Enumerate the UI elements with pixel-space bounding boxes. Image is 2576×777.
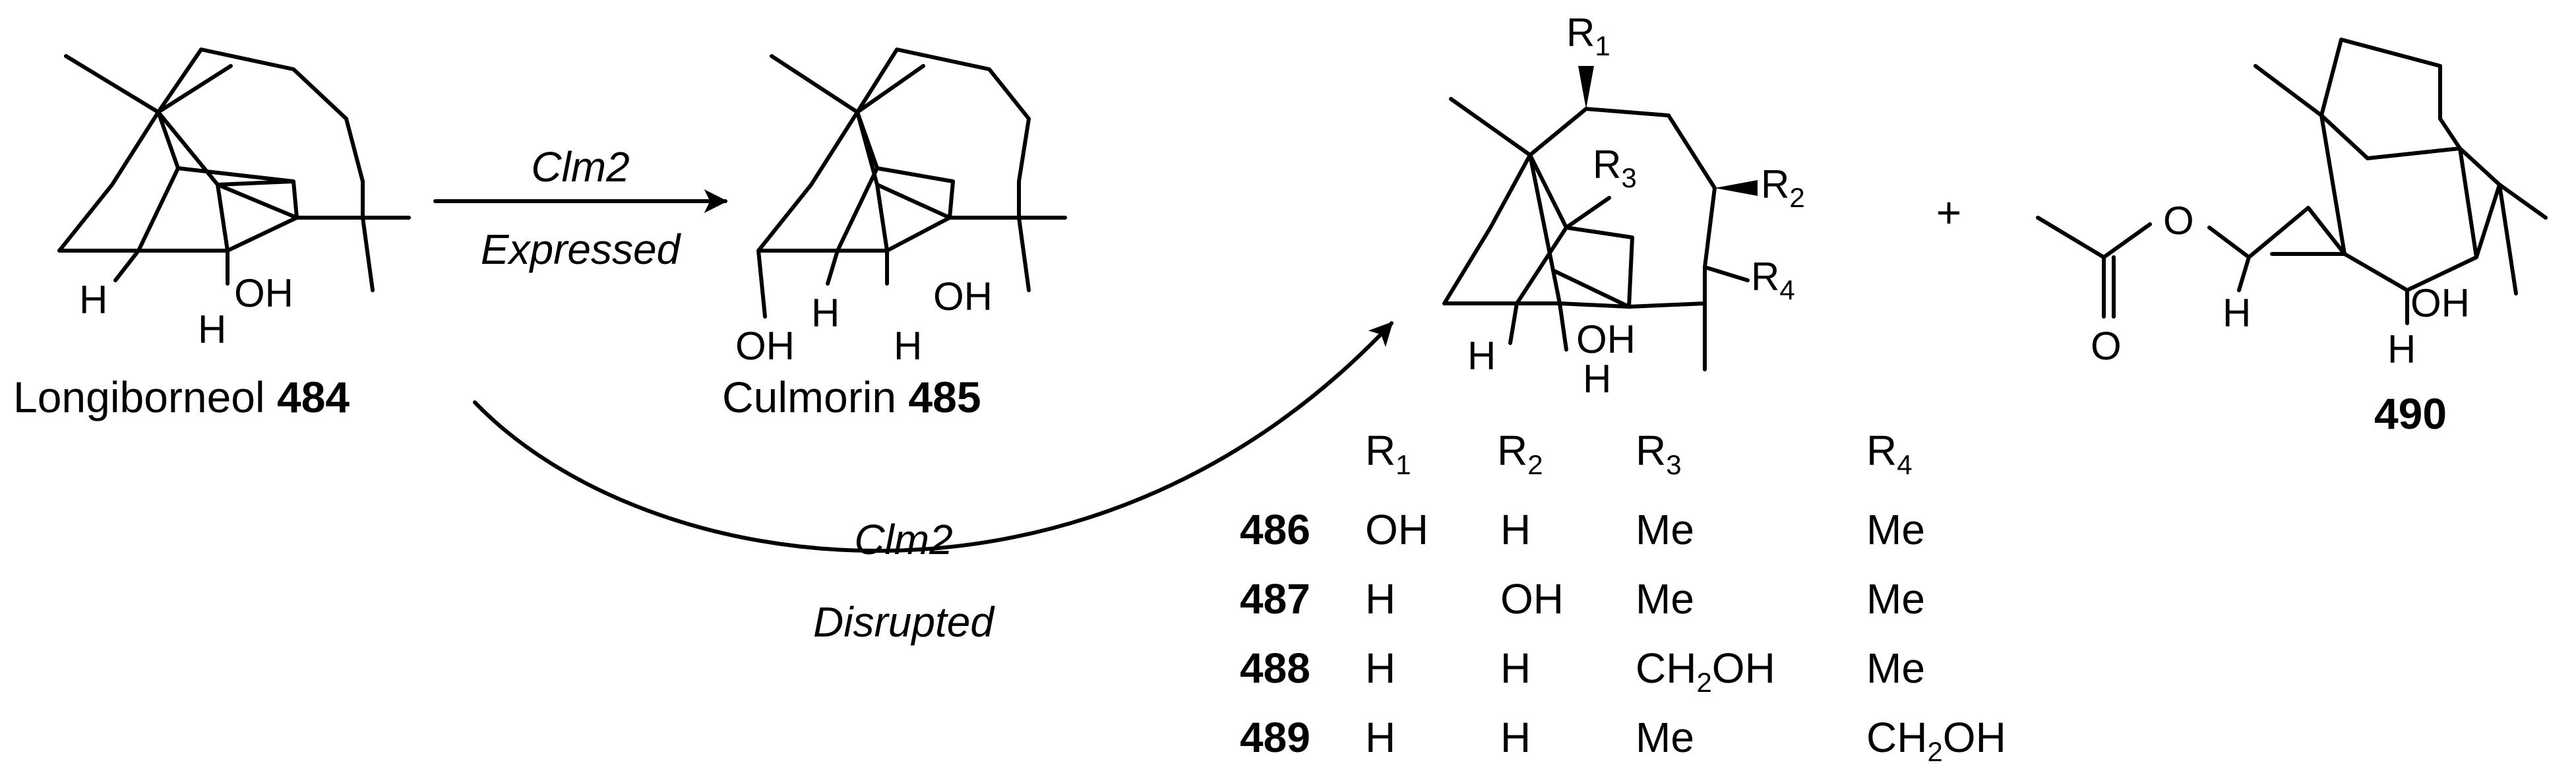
culmorin-name: Culmorin <box>722 373 896 421</box>
longiborneol-number: 484 <box>277 373 350 421</box>
culmorin-structure: OH H OH H Culmorin 485 <box>722 47 1067 421</box>
table-header-r1: R <box>1365 427 1395 474</box>
r1-subscript: 1 <box>1595 30 1610 61</box>
expressed-enzyme-label: Clm2 <box>531 143 629 191</box>
disrupted-condition-label: Disrupted <box>813 598 995 646</box>
r2-subscript: 2 <box>1789 182 1804 213</box>
table-cell-r3: Me <box>1636 506 1694 553</box>
svg-text:Culmorin 485: Culmorin 485 <box>722 373 981 421</box>
acetate-oh-label: OH <box>2410 281 2470 325</box>
r3-subscript: 3 <box>1621 162 1636 193</box>
culmorin-number: 485 <box>908 373 981 421</box>
longiborneol-h-oh-label: H <box>198 307 226 352</box>
table-cell-r1: H <box>1365 644 1395 692</box>
table-row-number: 487 <box>1240 575 1310 623</box>
longiborneol-oh-label: OH <box>234 271 293 315</box>
acetate-ester-oxygen-label: O <box>2163 199 2194 243</box>
product-bonds <box>1442 97 1750 371</box>
table-header-r4-subscript: 4 <box>1897 449 1912 480</box>
longiborneol-h-label: H <box>79 278 107 322</box>
table-cell-r1: OH <box>1365 506 1428 553</box>
acetate-h-label: H <box>2223 291 2251 335</box>
table-cell-r4: CH2OH <box>1866 714 2006 767</box>
table-header-r1-subscript: 1 <box>1395 449 1411 480</box>
svg-text:R2: R2 <box>1497 427 1543 480</box>
svg-text:R3: R3 <box>1593 142 1637 193</box>
r1-wedge-bond <box>1578 66 1594 109</box>
substituent-table: R1 R2 R3 R4 486 OH H Me Me 487 H OH Me M… <box>1240 427 2006 767</box>
culmorin-h-label: H <box>811 291 840 335</box>
svg-text:R4: R4 <box>1751 255 1795 305</box>
product-oh-label: OH <box>1576 317 1636 361</box>
longiborneol-bonds <box>57 47 411 292</box>
table-cell-r3: CH2OH <box>1636 644 1775 698</box>
culmorin-h-oh-label: H <box>894 324 922 368</box>
acetate-bonds <box>2036 38 2548 325</box>
culmorin-oh-left-label: OH <box>735 324 795 368</box>
table-cell-r2: H <box>1500 644 1531 692</box>
table-header-r2: R <box>1497 427 1527 474</box>
product-structure: R1 R2 R3 R4 H OH H <box>1442 11 1805 401</box>
arrow-expressed: Clm2 Expressed <box>433 143 728 273</box>
table-cell-r3: Me <box>1636 714 1694 761</box>
acetate-h-oh-label: H <box>2387 327 2416 371</box>
product-h-label: H <box>1467 334 1496 378</box>
r2-wedge-bond <box>1715 180 1758 196</box>
table-cell-r1: H <box>1365 575 1395 623</box>
disrupted-enzyme-label: Clm2 <box>854 516 952 563</box>
acetate-structure: O O H OH H 490 <box>2036 38 2548 438</box>
culmorin-bonds <box>756 47 1067 319</box>
svg-text:R2: R2 <box>1761 162 1805 213</box>
curved-arrow <box>473 321 1394 553</box>
svg-text:R4: R4 <box>1866 427 1913 480</box>
product-h-oh-label: H <box>1583 357 1611 401</box>
longiborneol-structure: H OH H Longiborneol 484 <box>13 47 411 421</box>
table-cell-r4: Me <box>1866 644 1925 692</box>
acetate-number: 490 <box>2374 389 2447 438</box>
table-cell-r1: H <box>1365 714 1395 761</box>
plus-sign: + <box>1936 188 1962 237</box>
r3-label: R <box>1593 142 1621 187</box>
table-header-r3-subscript: 3 <box>1666 449 1681 480</box>
table-header-r2-subscript: 2 <box>1527 449 1543 480</box>
table-cell-r4: Me <box>1866 575 1925 623</box>
table-cell-r2: H <box>1500 714 1531 761</box>
expressed-condition-label: Expressed <box>481 226 682 273</box>
table-row-number: 486 <box>1240 506 1310 553</box>
culmorin-oh-label: OH <box>933 274 993 319</box>
table-cell-r4: Me <box>1866 506 1925 553</box>
r2-label: R <box>1761 162 1789 206</box>
acetate-carbonyl-oxygen-label: O <box>2091 324 2122 368</box>
longiborneol-name: Longiborneol <box>13 373 265 421</box>
r4-subscript: 4 <box>1779 274 1794 305</box>
table-cell-r2: H <box>1500 506 1531 553</box>
r1-label: R <box>1566 11 1595 55</box>
table-header-r4: R <box>1866 427 1897 474</box>
table-header-r3: R <box>1636 427 1666 474</box>
table-row-number: 488 <box>1240 644 1310 692</box>
svg-text:R1: R1 <box>1365 427 1411 480</box>
svg-text:Longiborneol 484: Longiborneol 484 <box>13 373 350 421</box>
table-row-number: 489 <box>1240 714 1310 761</box>
table-cell-r3: Me <box>1636 575 1694 623</box>
r4-label: R <box>1751 255 1779 299</box>
svg-text:R1: R1 <box>1566 11 1610 61</box>
arrow-disrupted: Clm2 Disrupted <box>473 321 1394 646</box>
svg-text:R3: R3 <box>1636 427 1682 480</box>
table-cell-r2: OH <box>1500 575 1564 623</box>
